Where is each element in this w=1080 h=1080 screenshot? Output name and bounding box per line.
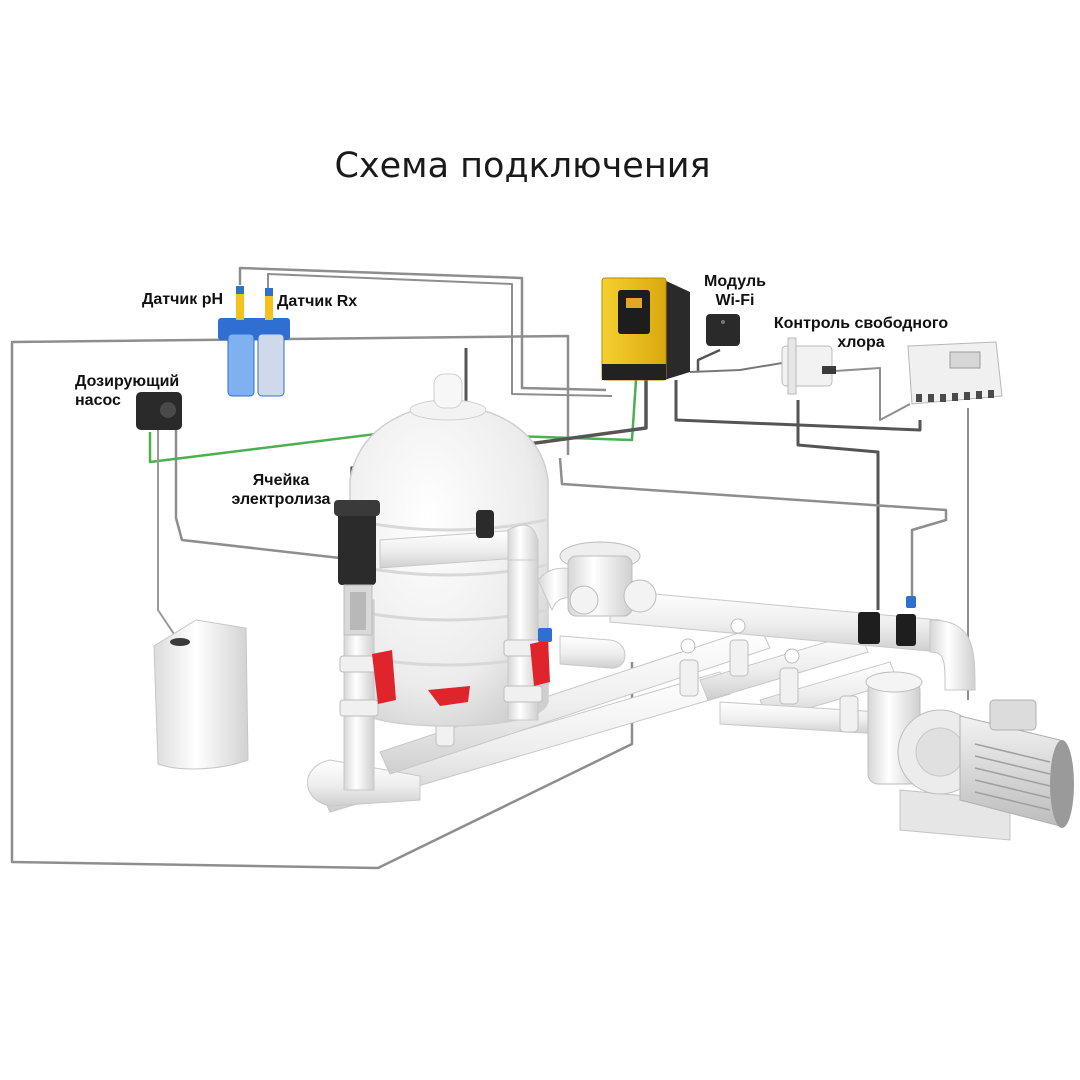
wifi-module-device: [706, 314, 740, 346]
pipe-main-right: [609, 589, 941, 653]
cable-panel-top: [819, 367, 911, 421]
multiport-port: [569, 585, 599, 615]
valve-handle: [428, 686, 470, 706]
pipe-fitting-blue: [906, 596, 916, 608]
chlorine-control-panel: [907, 341, 1003, 405]
coupling: [729, 639, 749, 677]
pump-motor-end: [1050, 740, 1074, 828]
cell-body: [338, 505, 376, 585]
label-electrolysis-cell-line2: электролиза: [231, 491, 331, 508]
pipe-back-diagonal-2: [699, 631, 869, 701]
pump-volute-inner: [915, 727, 965, 777]
cable-wifi: [696, 348, 721, 372]
label-electrolysis-cell-line1: Ячейка: [252, 472, 310, 489]
controller-screen: [626, 298, 642, 308]
label-free-chlorine: Контроль свободного хлора: [768, 314, 954, 352]
flow-cell-probe: [822, 366, 836, 374]
cable-rx-sensor: [267, 273, 613, 397]
cable-right-loop: [558, 457, 948, 600]
cable-outer-loop: [10, 334, 634, 870]
pump-strainer-lid: [865, 671, 923, 693]
label-wifi-module: Модуль Wi-Fi: [700, 272, 770, 310]
valve-handle: [530, 640, 550, 686]
multiport-port: [623, 579, 657, 613]
circulation-pump: [865, 671, 1074, 841]
dosing-pump-body: [136, 392, 182, 430]
label-electrolysis-cell: Ячейка электролиза: [226, 471, 336, 509]
pipe-joint: [503, 685, 543, 703]
red-valves: [372, 640, 550, 706]
inline-sensor: [476, 510, 494, 538]
label-free-chlorine-line1: Контроль свободного: [773, 315, 949, 332]
canister-body: [153, 619, 249, 770]
tank-lid-knob: [433, 373, 463, 409]
cables: [10, 266, 969, 870]
sensor-holders: [218, 286, 290, 397]
label-rx-sensor: Датчик Rx: [277, 293, 358, 310]
sensor-probe-ph: [236, 288, 244, 320]
sensor-holder-ph: [227, 333, 255, 397]
pump-motor-fins: [974, 743, 1051, 811]
controller-bottom: [602, 364, 666, 380]
cable-ph-sensor: [238, 266, 607, 392]
chemical-canister: [153, 619, 249, 770]
sensor-probe-rx: [265, 290, 273, 320]
sensor-holder-rx: [257, 333, 285, 397]
diagram-title: Схема подключения: [334, 146, 711, 186]
pipe-elbow-pump: [929, 619, 976, 691]
wifi-module-box: [706, 314, 740, 346]
cell-electrode: [350, 592, 366, 630]
pipe-back-diagonal-1: [379, 625, 771, 775]
canister-cap: [170, 638, 190, 646]
electrolysis-cell: [334, 500, 380, 636]
coupling: [779, 667, 799, 705]
pipe-fitting-black: [858, 612, 880, 644]
valve-handle: [372, 650, 396, 704]
valve-stem: [784, 648, 800, 664]
cable-dosing-pump-gray: [174, 420, 341, 560]
pipe-top-elbow: [507, 524, 539, 561]
floor-piping: [307, 589, 976, 813]
panel-terminals: [916, 390, 994, 402]
chlorine-flow-cell: [781, 337, 836, 395]
label-dosing-pump-line1: Дозирующий: [75, 373, 180, 390]
coupling: [679, 659, 699, 697]
controller-side: [664, 280, 690, 380]
inline-sensor-blue: [538, 628, 552, 642]
pipe-joint: [339, 655, 379, 673]
label-dosing-pump: Дозирующий насос: [75, 372, 179, 410]
sensor-cap-ph: [236, 286, 244, 294]
sensor-cap-rx: [265, 288, 273, 296]
pump-terminal-box: [989, 699, 1037, 731]
cable-controller-right: [689, 359, 801, 373]
valve-stem: [680, 638, 696, 654]
cable-chlorine-pipe: [796, 400, 880, 610]
label-free-chlorine-line2: хлора: [837, 334, 885, 351]
panel-display: [949, 351, 981, 369]
controller-unit: [601, 277, 690, 381]
controller-display: [618, 290, 650, 334]
dosing-pump-head: [160, 402, 176, 418]
dosing-pump: [136, 392, 182, 430]
pipe-joint: [339, 699, 379, 717]
pipe-multiport-out: [559, 635, 626, 669]
flow-cell-tube: [787, 337, 797, 395]
wifi-module-led: [721, 320, 725, 324]
valve-stem: [730, 618, 746, 634]
label-wifi-module-line1: Модуль: [704, 273, 766, 290]
pipe-fitting-black: [896, 614, 916, 646]
label-wifi-module-line2: Wi-Fi: [715, 292, 755, 309]
cell-cap: [334, 500, 380, 516]
multiport-valve: [559, 541, 657, 617]
cable-dosing-suction: [157, 430, 179, 641]
coupling: [839, 695, 859, 733]
label-ph-sensor: Датчик pH: [142, 291, 224, 308]
label-dosing-pump-line2: насос: [75, 392, 121, 409]
